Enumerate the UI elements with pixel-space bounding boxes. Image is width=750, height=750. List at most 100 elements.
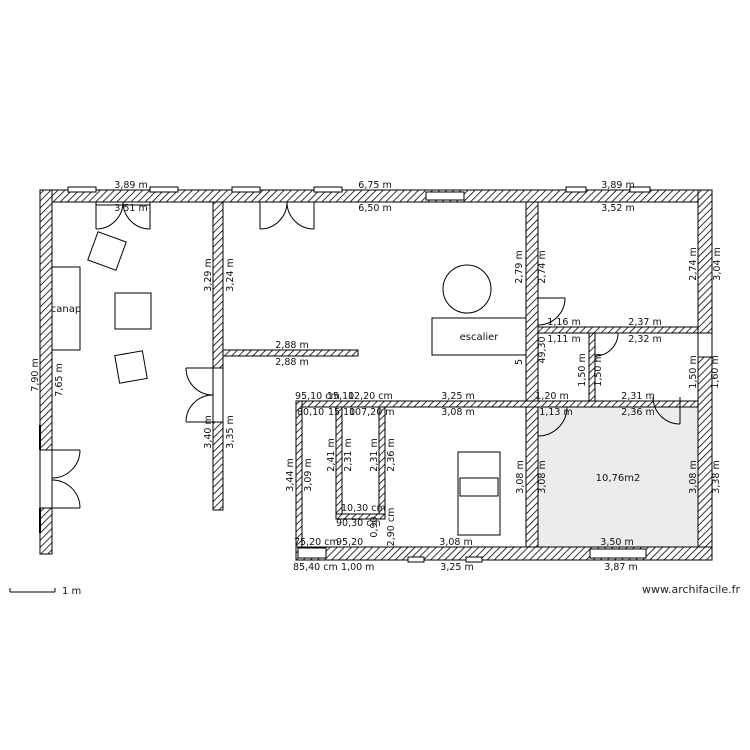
scale-bar: 1 m [9, 586, 81, 597]
dim-bath-bot-b: 95,20 [336, 537, 363, 548]
dim-closet-small2: 5 [514, 359, 525, 365]
window-top-3 [231, 186, 261, 193]
dim-stub-bot: 2,88 m [275, 357, 308, 368]
dim-bath-int-b: 15,10 [328, 407, 355, 418]
window-bottom-1 [407, 556, 425, 563]
dim-right-room-int: 2,74 m [688, 247, 699, 280]
dim-mid-wall-left: 2,79 m [514, 250, 525, 283]
dim-wc2-left: 2,31 m [369, 438, 380, 471]
bath-fixture [297, 547, 327, 559]
area-label: 10,76m2 [596, 473, 641, 484]
coffee-table [114, 292, 152, 330]
door-closet [537, 297, 566, 326]
dim-top-ext-mid: 6,75 m [358, 180, 391, 191]
dim-corr-left2: 1,50 m [593, 353, 604, 386]
dim-corr-width-bot: 1,13 m [539, 407, 572, 418]
bath-left-wall [295, 400, 303, 548]
door-left-exterior [39, 449, 81, 509]
dim-wc-bottom2: 90,30 cm [336, 518, 381, 529]
dim-mid-wall-right: 2,74 m [537, 250, 548, 283]
dim-wc2-right: 2,36 m [386, 438, 397, 471]
window-top-6 [565, 186, 587, 193]
dim-top-int-mid: 6,50 m [358, 203, 391, 214]
dim-bed-top-ext: 3,25 m [441, 391, 474, 402]
dim-closet-mid-ext: 2,37 m [628, 317, 661, 328]
window-bottom-2 [465, 556, 483, 563]
dim-bed-left-b: 3,08 m [537, 460, 548, 493]
wall-bottom-right [295, 546, 713, 561]
dim-top-ext-right: 3,89 m [601, 180, 634, 191]
dim-bath-bot-a: 75,20 cm [294, 537, 339, 548]
dim-corr-width-top: 1,20 m [535, 391, 568, 402]
dim-bath-top-c: 12,20 cm [348, 391, 393, 402]
dim-wc-left: 2,41 m [326, 438, 337, 471]
partition-stub [222, 349, 359, 357]
door-right [697, 332, 713, 358]
dim-wc-v1: 0,90 [369, 516, 380, 537]
window-bottom-3 [589, 548, 647, 559]
shaded-room-floor [538, 406, 698, 547]
door-partition [185, 367, 224, 423]
dim-bath-int-a: 80,10 [297, 407, 324, 418]
dim-closet-small: 49,30 [537, 336, 548, 363]
door-shaded-room [652, 396, 681, 425]
dim-closet-top-ext: 1,16 m [547, 317, 580, 328]
middle-wall [525, 201, 539, 548]
dimension-labels-vertical: 7,90 m 7,65 m 3,29 m 3,24 m 3,40 m 3,35 … [30, 247, 723, 546]
dim-partA-bot-right: 3,35 m [225, 415, 236, 448]
dim-bath-bot-ext-b: 1,00 m [341, 562, 374, 573]
stair-label: escalier [460, 332, 500, 343]
armchair-2 [114, 350, 148, 384]
dim-closet-mid-int: 2,32 m [628, 334, 661, 345]
sofa-label: canap [51, 304, 81, 315]
window-top-4 [313, 186, 343, 193]
dim-top-int-right: 3,52 m [601, 203, 634, 214]
furniture [51, 231, 527, 559]
door-top-left [95, 201, 151, 230]
dim-shaded-top-int: 2,36 m [621, 407, 654, 418]
dim-bath-top-a: 95,10 cm [295, 391, 340, 402]
dim-corr-left: 1,50 m [577, 353, 588, 386]
dim-corr-right-ext: 1,60 m [710, 355, 721, 388]
dim-wc-v2: 2,90 cm [386, 508, 397, 547]
dim-partA-bot-left: 3,40 m [203, 415, 214, 448]
wc-wall-bottom [335, 513, 386, 520]
dim-shaded-bot-ext: 3,87 m [604, 562, 637, 573]
dim-partA-top-left: 3,29 m [203, 258, 214, 291]
window-top-5 [425, 191, 465, 201]
bed-pillow [459, 477, 499, 497]
dim-bath-left-ext: 3,44 m [285, 458, 296, 491]
door-top-mid [259, 201, 315, 230]
dim-bath-top-b: 15,10 [327, 391, 354, 402]
dim-bed-bot-ext: 3,25 m [440, 562, 473, 573]
staircase [431, 317, 527, 356]
dim-bath-int-c: 107,20 m [349, 407, 395, 418]
window-top-7 [629, 186, 651, 193]
dim-bed-left-a: 3,08 m [515, 460, 526, 493]
dim-right-ext-bot: 3,38 m [711, 460, 722, 493]
window-top-2 [149, 186, 179, 193]
dim-shaded-top-ext: 2,31 m [621, 391, 654, 402]
dim-shaded-bot-int: 3,50 m [600, 537, 633, 548]
watermark: www.archifacile.fr [642, 583, 740, 596]
window-top-1 [67, 186, 97, 193]
dim-bath-left-int: 3,09 m [303, 458, 314, 491]
dim-right-ext-top: 3,04 m [712, 247, 723, 280]
doors [39, 201, 713, 509]
windows [39, 186, 710, 563]
dimension-labels: 3,89 m 3,51 m 6,75 m 6,50 m 3,89 m 3,52 … [114, 180, 661, 573]
dim-wc-right: 2,31 m [343, 438, 354, 471]
door-bedroom [537, 406, 568, 437]
dim-top-ext-left: 3,89 m [114, 180, 147, 191]
dim-bed-bot-int: 3,08 m [439, 537, 472, 548]
dim-wc-bottom: 10,30 cm [341, 503, 386, 514]
dim-partA-top-right: 3,24 m [225, 258, 236, 291]
armchair-1 [87, 231, 127, 271]
door-corridor [594, 332, 619, 357]
round-table [442, 264, 492, 314]
wall-top [39, 189, 713, 203]
dim-left-int: 7,65 m [54, 363, 65, 396]
dim-left-ext: 7,90 m [30, 358, 41, 391]
